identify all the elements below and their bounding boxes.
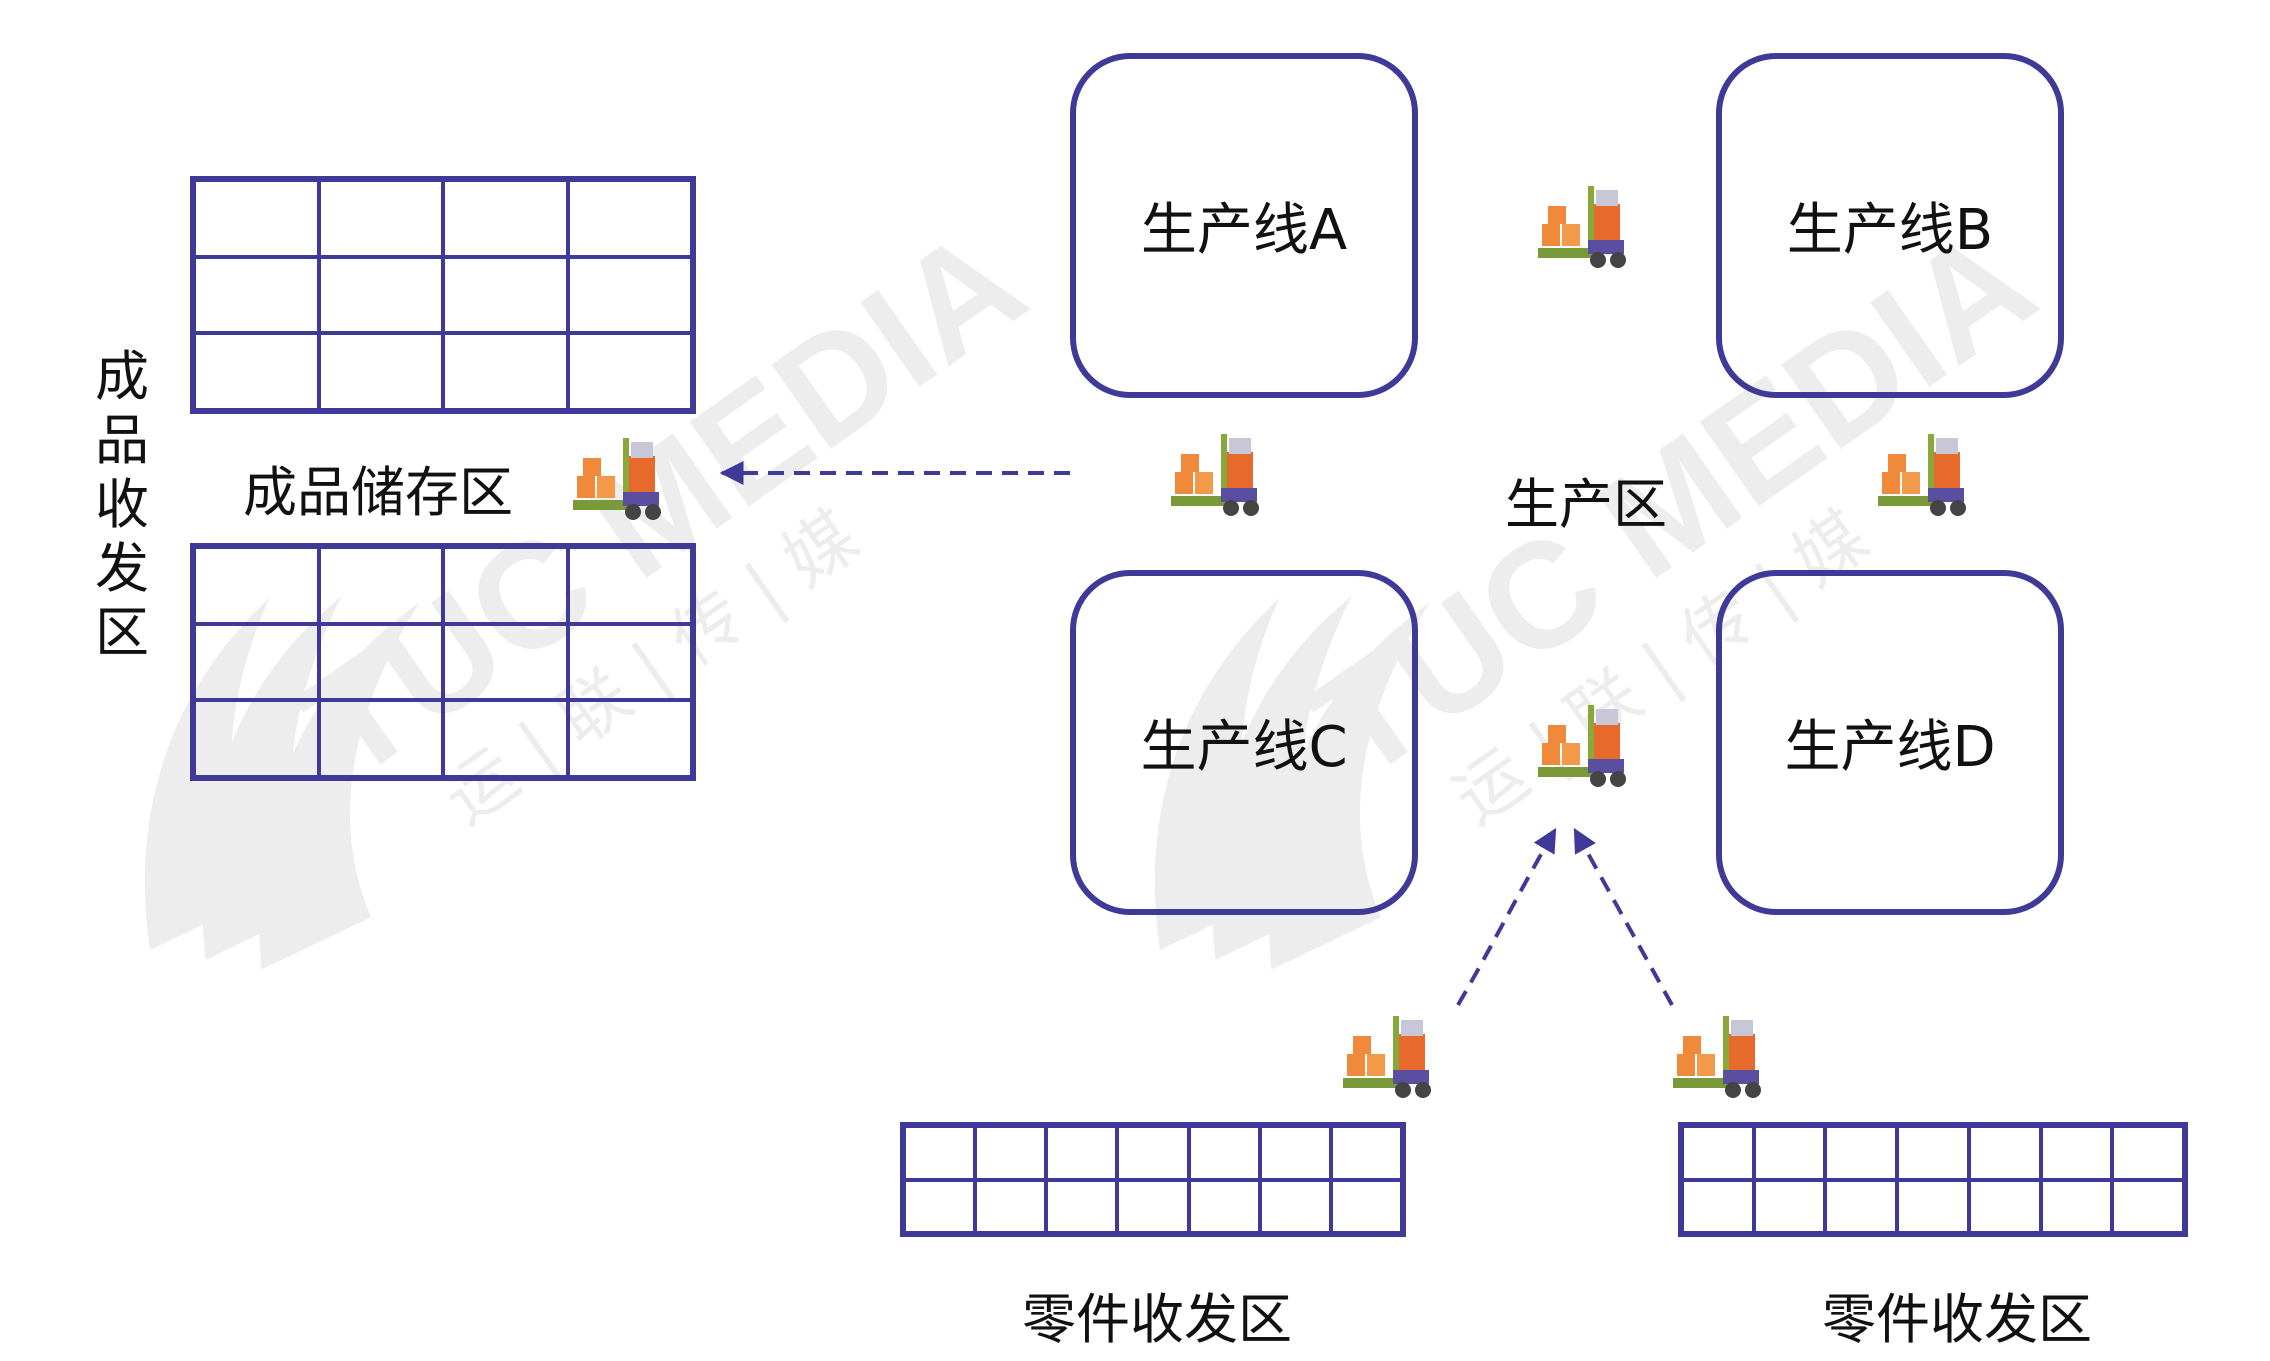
- rack-cell: [1046, 1126, 1118, 1180]
- rack-cell: [1968, 1126, 2041, 1180]
- rack-cell: [1117, 1126, 1189, 1180]
- rack-cell: [1682, 1126, 1754, 1180]
- storage-area-label: 成品储存区: [243, 461, 513, 524]
- production-line-c-label: 生产线C: [1140, 715, 1348, 780]
- rack-cell: [1753, 1179, 1826, 1233]
- rack-cell: [1897, 1126, 1969, 1180]
- rack-cell: [194, 547, 319, 624]
- production-line-a: 生产线A: [1070, 53, 1418, 398]
- rack-cell: [2040, 1126, 2113, 1180]
- rack-cell: [567, 623, 692, 701]
- storage-rack-top: [190, 176, 696, 414]
- rack-cell: [1188, 1179, 1260, 1233]
- production-line-b-label: 生产线B: [1786, 198, 1994, 263]
- rack-cell: [318, 547, 443, 624]
- parts-rack-right: [1678, 1122, 2188, 1237]
- production-line-d-label: 生产线D: [1784, 715, 1996, 780]
- rack-cell: [1259, 1126, 1331, 1180]
- rack-cell: [1682, 1179, 1754, 1233]
- rack-cell: [318, 256, 443, 334]
- rack-cell: [904, 1126, 976, 1180]
- vertical-char: 发: [95, 537, 149, 600]
- storage-rack-bottom: [190, 543, 696, 781]
- forklift-icon: [1870, 424, 1970, 524]
- production-line-d: 生产线D: [1716, 570, 2064, 915]
- rack-cell: [194, 623, 319, 701]
- rack-cell: [1259, 1179, 1331, 1233]
- rack-cell: [567, 700, 692, 777]
- forklift-icon: [565, 428, 665, 528]
- rack-cell: [194, 700, 319, 777]
- forklift-icon: [1530, 176, 1630, 276]
- production-line-a-label: 生产线A: [1140, 198, 1348, 263]
- rack-cell: [194, 256, 319, 334]
- rack-cell: [443, 547, 568, 624]
- rack-cell: [443, 700, 568, 777]
- parts-rack-left: [900, 1122, 1406, 1237]
- rack-cell: [318, 180, 443, 257]
- rack-cell: [1825, 1126, 1898, 1180]
- arrow-left-parts-to-production: [1456, 827, 1557, 1007]
- rack-cell: [2112, 1126, 2184, 1180]
- rack-cell: [2040, 1179, 2113, 1233]
- rack-cell: [2112, 1179, 2184, 1233]
- rack-cell: [1753, 1126, 1826, 1180]
- rack-cell: [904, 1179, 976, 1233]
- vertical-char: 品: [95, 409, 149, 472]
- rack-cell: [1046, 1179, 1118, 1233]
- rack-cell: [1968, 1179, 2041, 1233]
- finished-goods-dispatch-label: 成 品 收 发 区: [90, 345, 154, 665]
- rack-cell: [443, 623, 568, 701]
- vertical-char: 区: [95, 601, 149, 664]
- forklift-icon: [1335, 1006, 1435, 1106]
- rack-cell: [567, 333, 692, 410]
- rack-cell: [1897, 1179, 1969, 1233]
- rack-cell: [1825, 1179, 1898, 1233]
- rack-cell: [443, 180, 568, 257]
- rack-cell: [194, 180, 319, 257]
- rack-cell: [194, 333, 319, 410]
- arrow-right-parts-to-production: [1573, 827, 1674, 1006]
- rack-cell: [1330, 1126, 1402, 1180]
- rack-cell: [443, 333, 568, 410]
- rack-cell: [1117, 1179, 1189, 1233]
- rack-cell: [567, 547, 692, 624]
- rack-cell: [1188, 1126, 1260, 1180]
- rack-cell: [318, 623, 443, 701]
- rack-cell: [567, 256, 692, 334]
- parts-area-right-label: 零件收发区: [1822, 1288, 2092, 1351]
- forklift-icon: [1530, 695, 1630, 795]
- rack-cell: [318, 700, 443, 777]
- rack-cell: [975, 1126, 1047, 1180]
- vertical-char: 成: [95, 345, 149, 408]
- rack-cell: [567, 180, 692, 257]
- rack-cell: [318, 333, 443, 410]
- vertical-char: 收: [95, 473, 149, 536]
- rack-cell: [1330, 1179, 1402, 1233]
- forklift-icon: [1665, 1006, 1765, 1106]
- production-area-label: 生产区: [1505, 473, 1667, 536]
- production-line-b: 生产线B: [1716, 53, 2064, 398]
- parts-area-left-label: 零件收发区: [1022, 1288, 1292, 1351]
- production-line-c: 生产线C: [1070, 570, 1418, 915]
- rack-cell: [975, 1179, 1047, 1233]
- rack-cell: [443, 256, 568, 334]
- forklift-icon: [1163, 424, 1263, 524]
